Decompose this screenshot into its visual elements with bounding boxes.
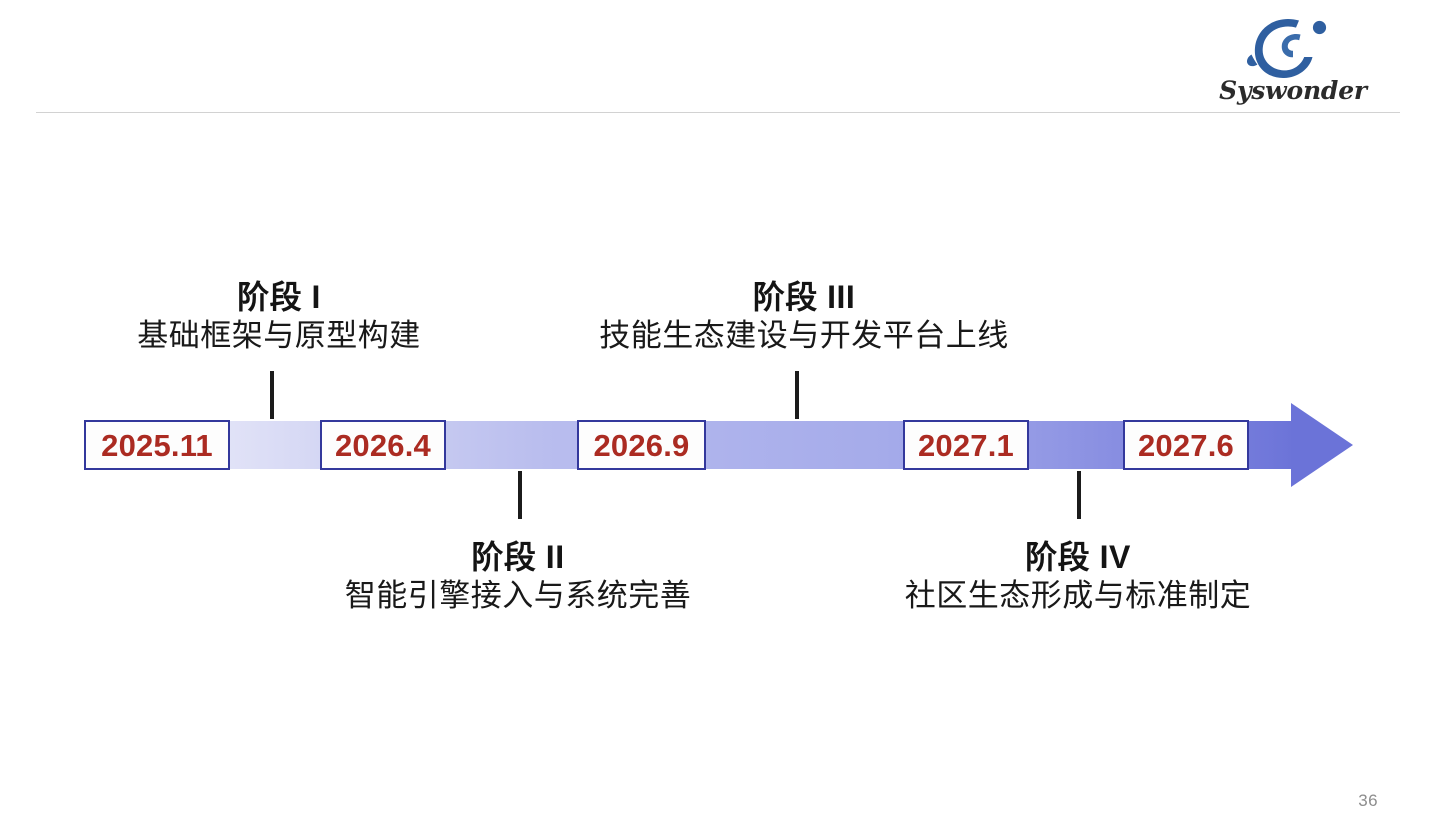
milestone-date-label: 2026.9 <box>593 427 690 463</box>
phase-description: 社区生态形成与标准制定 <box>904 577 1252 613</box>
phase-title: 阶段 IV <box>1025 539 1131 575</box>
milestone-date-box[interactable]: 2027.1 <box>903 420 1029 470</box>
phase-connector-tick <box>795 371 799 419</box>
milestone-date-box[interactable]: 2027.6 <box>1123 420 1249 470</box>
phase-title: 阶段 II <box>471 539 565 575</box>
phase-label-2: 阶段 II 智能引擎接入与系统完善 <box>345 539 692 614</box>
milestone-date-label: 2027.1 <box>917 427 1015 463</box>
syswonder-c-arc-logo-icon <box>1246 18 1327 79</box>
milestone-date-box[interactable]: 2026.9 <box>577 420 706 470</box>
right-arrow-icon <box>1291 403 1353 487</box>
phase-title: 阶段 I <box>237 279 321 315</box>
milestone-date-box[interactable]: 2026.4 <box>320 420 446 470</box>
brand-wordmark: Syswonder <box>1219 76 1367 105</box>
milestone-date-box[interactable]: 2025.11 <box>84 420 230 470</box>
page-number: 36 <box>1358 791 1378 810</box>
milestone-date-label: 2025.11 <box>101 427 213 463</box>
slide-header: Syswonder <box>0 0 1436 120</box>
phase-label-4: 阶段 IV 社区生态形成与标准制定 <box>905 539 1252 614</box>
milestone-date-label: 2027.6 <box>1137 427 1235 463</box>
phase-description: 基础框架与原型构建 <box>137 317 421 353</box>
phase-label-1: 阶段 I 基础框架与原型构建 <box>137 279 421 354</box>
phase-connector-tick <box>1077 471 1081 519</box>
header-divider <box>36 112 1400 113</box>
phase-connector-tick <box>270 371 274 419</box>
phase-title: 阶段 III <box>752 279 856 315</box>
milestone-date-label: 2026.4 <box>334 427 432 463</box>
phase-description: 智能引擎接入与系统完善 <box>344 577 692 613</box>
phase-description: 技能生态建设与开发平台上线 <box>599 317 1009 353</box>
phase-label-3: 阶段 III 技能生态建设与开发平台上线 <box>599 279 1009 354</box>
phase-connector-tick <box>518 471 522 519</box>
brand-logo: Syswonder <box>1218 14 1368 110</box>
